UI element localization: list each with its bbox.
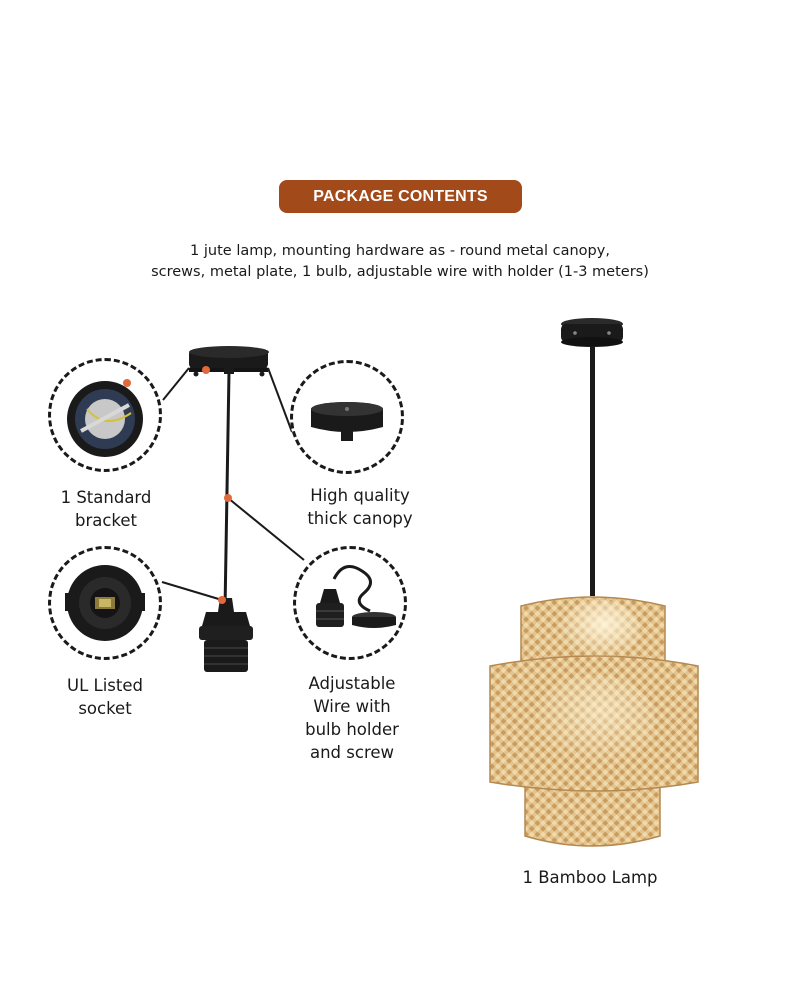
package-description: 1 jute lamp, mounting hardware as - roun… xyxy=(0,241,800,283)
socket-icon xyxy=(65,565,145,641)
callout-markers xyxy=(202,366,232,604)
hardware-socket xyxy=(199,598,253,672)
wire-kit-icon xyxy=(316,565,396,628)
canopy-icon xyxy=(311,402,383,441)
hanging-cord xyxy=(223,371,231,611)
badge-text: PACKAGE CONTENTS xyxy=(313,187,488,205)
socket-label: UL Listed socket xyxy=(67,676,143,718)
bracket-label: 1 Standard bracket xyxy=(60,488,152,530)
bracket-icon xyxy=(67,379,143,457)
canopy-label: High quality thick canopy xyxy=(307,486,413,528)
package-contents-badge: PACKAGE CONTENTS xyxy=(279,180,522,213)
description-line-2: screws, metal plate, 1 bulb, adjustable … xyxy=(151,264,649,280)
canopy-detail-circle xyxy=(290,360,404,474)
connector-lines xyxy=(161,367,305,601)
bamboo-lamp-caption: 1 Bamboo Lamp xyxy=(522,868,658,887)
bamboo-lamp-illustration xyxy=(489,318,699,847)
description-line-1: 1 jute lamp, mounting hardware as - roun… xyxy=(190,243,610,259)
wire-detail-circle xyxy=(293,546,407,660)
wire-label: Adjustable Wire with bulb holder and scr… xyxy=(305,674,399,762)
hardware-canopy xyxy=(189,346,269,377)
bracket-detail-circle xyxy=(48,358,162,472)
socket-detail-circle xyxy=(48,546,162,660)
